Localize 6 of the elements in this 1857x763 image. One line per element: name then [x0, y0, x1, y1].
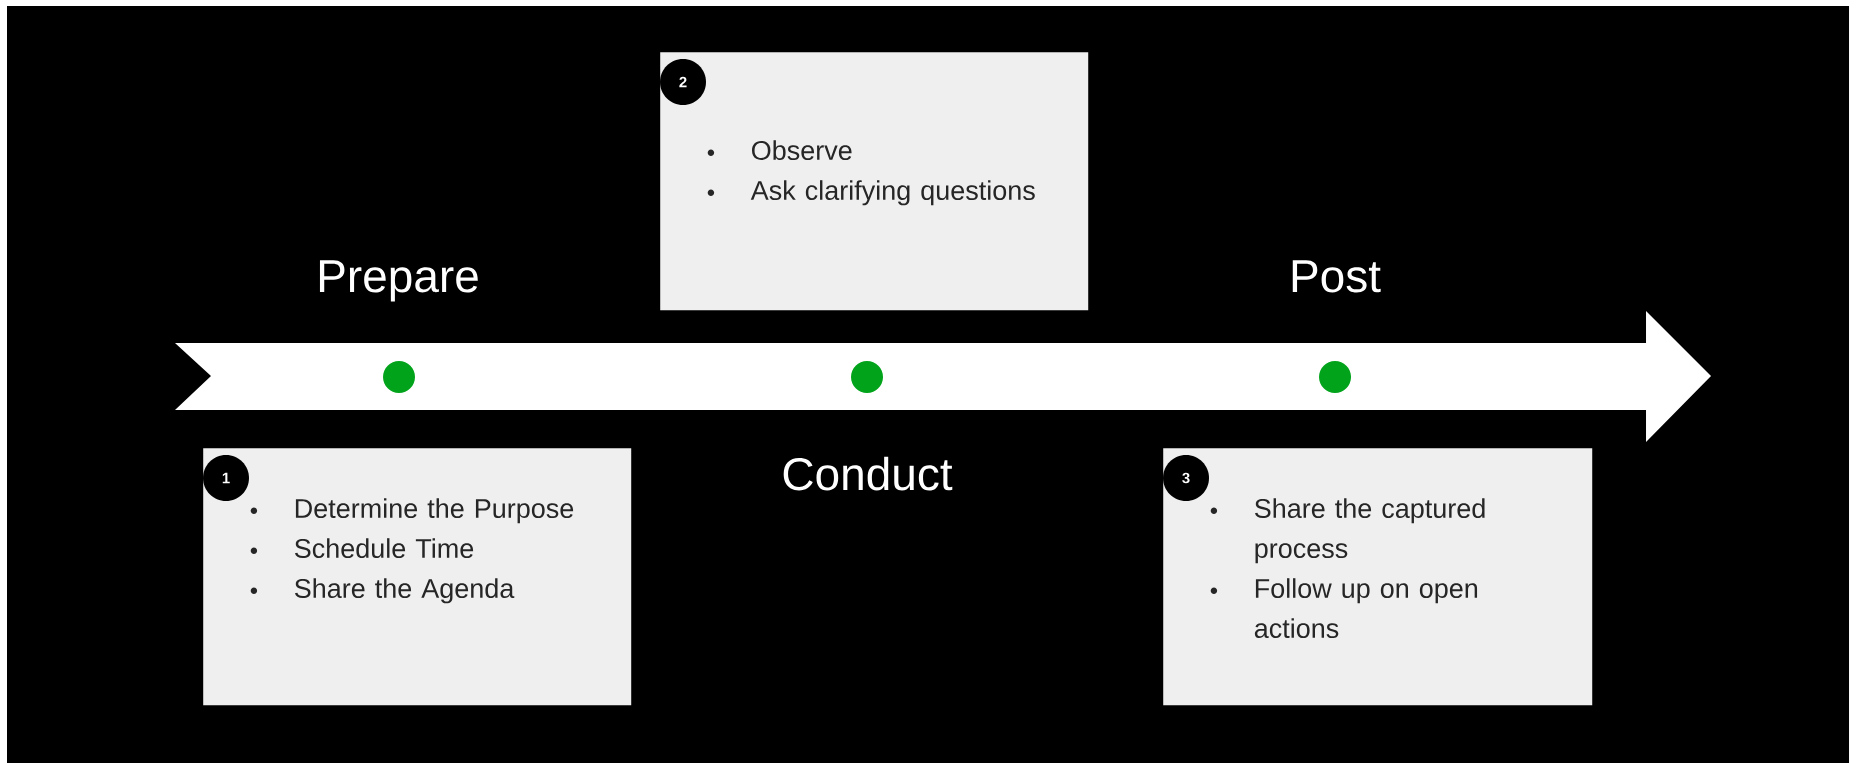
phase-label: Conduct	[783, 456, 953, 491]
phase-label: Post	[1292, 260, 1381, 293]
step-number: 1	[203, 455, 249, 501]
step-number: 3	[1163, 455, 1209, 501]
phase-label: Prepare	[319, 260, 478, 302]
step-number: 2	[660, 59, 706, 105]
